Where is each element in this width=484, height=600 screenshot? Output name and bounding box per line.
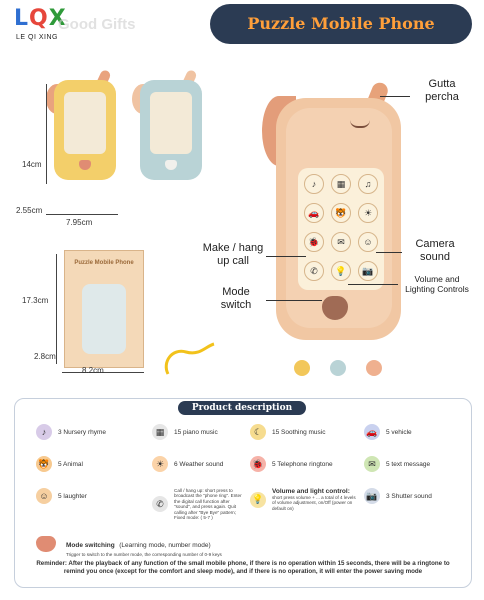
feature-icon: ✉ [364,456,380,472]
pointer-line [376,252,402,253]
dimension-line [46,214,118,215]
feature-label: 5 Telephone ringtone [272,460,333,468]
phone-key[interactable]: 💡 [331,261,351,281]
phone-key[interactable]: ♫ [358,174,378,194]
phone-key[interactable]: ☺ [358,232,378,252]
phone-key[interactable]: 🚗 [304,203,324,223]
pointer-line [348,284,398,285]
feature-label: 5 Animal [58,460,83,468]
feature-item: ✆ Call / hang up: short press to broadcas… [152,488,244,520]
box-phone-window [82,284,126,354]
feature-item: 🚗 5 vehicle [364,424,460,440]
keypad [150,92,192,154]
feature-label: 5 vehicle [386,428,412,436]
mode-switch-heart-button[interactable] [322,296,348,320]
feature-label: 15 piano music [174,428,218,436]
feature-item: ✉ 5 text message [364,456,460,472]
brand-logo-text: LQX [14,6,67,31]
gutta-percha-label: Gutta percha [425,78,459,103]
feature-icon: 🚗 [364,424,380,440]
feature-icon: ▦ [152,424,168,440]
feature-icon: ☀ [152,456,168,472]
lanyard-icon [164,342,215,375]
color-option-yellow[interactable] [294,360,310,376]
mode-switch-label: Mode switch [220,286,252,311]
keypad [64,92,106,154]
feature-icon: 🐞 [250,456,266,472]
dimension-line [62,372,144,373]
feature-item: 💡 Volume and light control:short press vo… [250,488,358,511]
reminder-text: Reminder: After the playback of any func… [36,560,450,575]
feature-label: 6 Weather sound [174,460,224,468]
feature-item: 📷 3 Shutter sound [364,488,460,504]
pointer-line [266,300,322,301]
feature-label: Call / hang up: short press to broadcast… [174,488,242,521]
page-title: Puzzle Mobile Phone [210,4,472,44]
camera-sound-label: Camera sound [415,238,455,263]
description-panel [14,398,472,588]
box-depth-dimension: 2.8cm [34,352,56,361]
watermark: Good Gifts [58,16,136,33]
feature-icon: ♪ [36,424,52,440]
dimension-line [46,84,47,184]
phone-key[interactable]: ✉ [331,232,351,252]
heart-icon [165,160,177,170]
sleepy-eye-icon [350,120,370,128]
feature-sublabel: short press volume + ... a total of 4 le… [272,495,356,511]
box-width-dimension: 8.2cm [82,366,104,375]
feature-icon: 💡 [250,491,266,508]
pointer-line [266,256,306,257]
box-title: Puzzle Mobile Phone [74,260,134,266]
feature-icon: ☺ [36,488,52,504]
feature-icon: 🐯 [36,456,52,472]
feature-icon: ☾ [250,424,266,440]
small-phone-yellow [46,68,116,180]
width-dimension: 7.95cm [66,218,93,227]
phone-key[interactable]: 📷 [358,261,378,281]
feature-label: 3 Shutter sound [386,492,432,500]
color-option-blue[interactable] [330,360,346,376]
box-height-dimension: 17.3cm [22,296,49,305]
phone-key[interactable]: ✆ [304,261,324,281]
feature-label: 15 Soothing music [272,428,326,436]
feature-item: ☺ 5 laughter [36,488,146,504]
mode-switching-label: Mode switching [66,542,115,549]
small-phone-blue [132,68,202,180]
dimension-line [56,254,57,364]
brand-logo: LQX [14,6,104,36]
feature-icon: ✆ [152,496,168,513]
phone-key[interactable]: ☀ [358,203,378,223]
phone-key[interactable]: 🐯 [331,203,351,223]
pointer-line [380,96,410,97]
feature-label: 5 text message [386,460,431,468]
feature-label: Volume and light control: [272,488,350,495]
feature-item: ▦ 15 piano music [152,424,244,440]
mode-switching-sub: Trigger to switch to the number mode, th… [66,552,222,557]
volume-label: Volume and Lighting Controls [405,274,469,294]
color-option-pink[interactable] [366,360,382,376]
phone-key[interactable]: ▦ [331,174,351,194]
depth-dimension: 2.55cm [16,206,43,215]
mode-switching-note: (Learning mode, number mode) [119,542,211,549]
feature-item: ♪ 3 Nursery rhyme [36,424,146,440]
heart-icon [36,536,56,552]
heart-icon [79,160,91,170]
feature-item: 🐞 5 Telephone ringtone [250,456,358,472]
description-heading: Product description [178,401,306,415]
feature-icon: 📷 [364,488,380,504]
phone-key[interactable]: 🐞 [304,232,324,252]
height-dimension: 14cm [22,160,42,169]
feature-item: ☀ 6 Weather sound [152,456,244,472]
feature-label: 3 Nursery rhyme [58,428,107,436]
feature-item: ☾ 15 Soothing music [250,424,358,440]
phone-key[interactable]: ♪ [304,174,324,194]
make-call-label: Make / hang up call [202,242,264,267]
brand-subtitle: LE QI XING [16,34,58,41]
feature-item: 🐯 5 Animal [36,456,146,472]
feature-label: 5 laughter [58,492,87,500]
